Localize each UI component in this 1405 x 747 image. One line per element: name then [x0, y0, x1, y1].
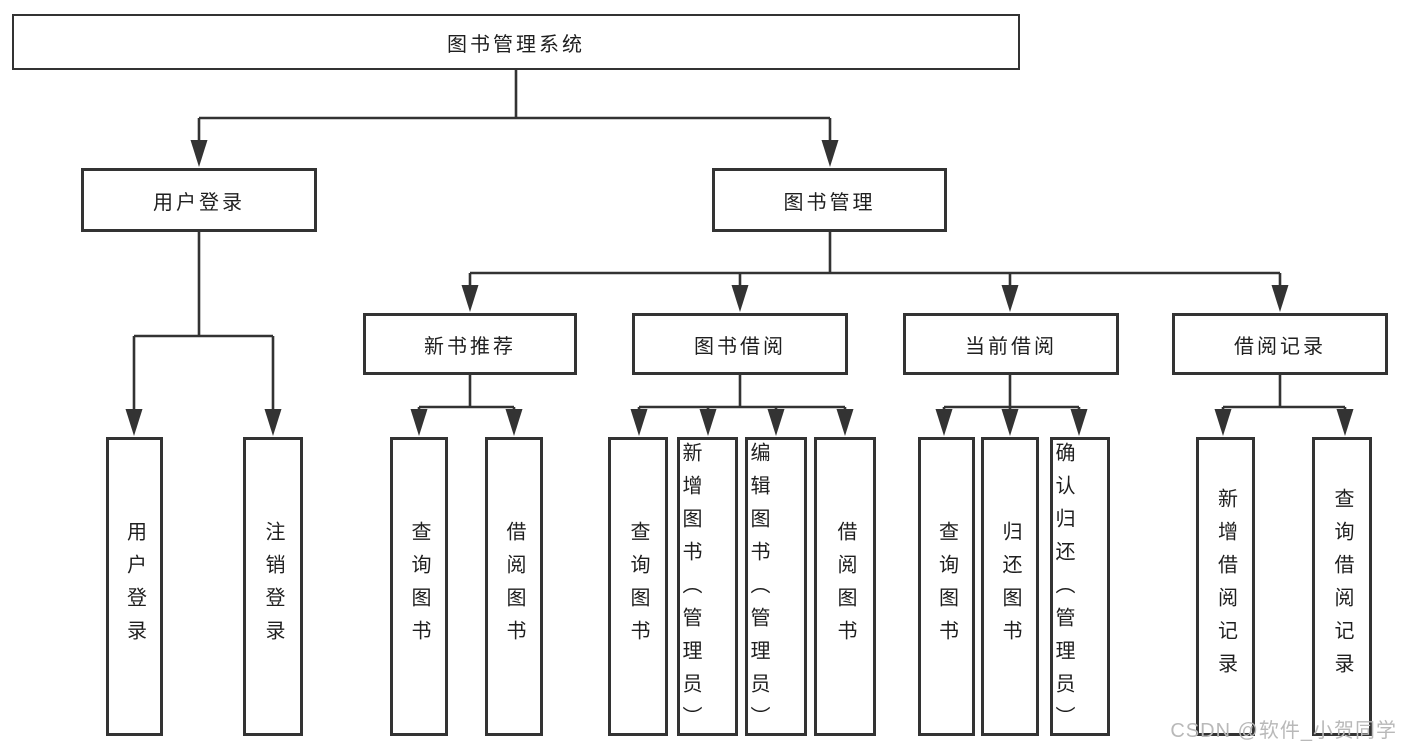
- node-user-login: 用户登录: [81, 168, 317, 232]
- csdn-watermark: CSDN @软件_小贺同学: [1170, 720, 1397, 742]
- node-book-management: 图书管理: [712, 168, 947, 232]
- leaf-query-borrow-record-label: 查询借阅记录: [1331, 487, 1353, 686]
- leaf-newbooks-borrow: 借阅图书: [485, 437, 543, 736]
- leaf-query-borrow-record: 查询借阅记录: [1312, 437, 1372, 736]
- leaf-borrow-query-label: 查询图书: [627, 520, 649, 653]
- leaf-return-book: 归还图书: [981, 437, 1039, 736]
- leaf-current-query-label: 查询图书: [935, 520, 958, 653]
- leaf-user-login: 用户登录: [106, 437, 163, 736]
- leaf-logout-label: 注销登录: [262, 520, 284, 653]
- leaf-newbooks-query-label: 查询图书: [408, 520, 430, 653]
- leaf-logout: 注销登录: [243, 437, 303, 736]
- node-borrow-records: 借阅记录: [1172, 313, 1388, 375]
- node-book-borrow-label: 图书借阅: [694, 335, 786, 358]
- leaf-borrow-add-admin-label: 新增图书（管理员）: [679, 441, 701, 739]
- arrowheads: [125, 140, 1354, 436]
- node-user-login-label: 用户登录: [153, 191, 245, 214]
- root-node-label: 图书管理系统: [447, 33, 585, 56]
- leaf-newbooks-borrow-label: 借阅图书: [503, 520, 525, 653]
- leaf-borrow-edit-admin-label: 编辑图书（管理员）: [747, 441, 769, 739]
- leaf-borrow-add-admin: 新增图书（管理员）: [677, 437, 738, 739]
- leaf-current-query: 查询图书: [918, 437, 975, 736]
- node-borrow-records-label: 借阅记录: [1234, 335, 1326, 358]
- leaf-borrow-edit-admin: 编辑图书（管理员）: [745, 437, 807, 739]
- leaf-add-borrow-record-label: 新增借阅记录: [1214, 487, 1237, 686]
- node-new-book-recommend: 新书推荐: [363, 313, 577, 375]
- leaf-confirm-return-admin-label: 确认归还（管理员）: [1052, 441, 1074, 739]
- leaf-add-borrow-record: 新增借阅记录: [1196, 437, 1255, 736]
- node-new-book-recommend-label: 新书推荐: [424, 335, 516, 358]
- node-current-borrow-label: 当前借阅: [965, 335, 1057, 358]
- leaf-borrow-book: 借阅图书: [814, 437, 876, 736]
- node-book-borrow: 图书借阅: [632, 313, 848, 375]
- leaf-borrow-book-label: 借阅图书: [834, 520, 856, 653]
- leaf-borrow-query: 查询图书: [608, 437, 668, 736]
- node-book-management-label: 图书管理: [783, 191, 876, 214]
- leaf-newbooks-query: 查询图书: [390, 437, 448, 736]
- leaf-return-book-label: 归还图书: [999, 520, 1021, 653]
- node-current-borrow: 当前借阅: [903, 313, 1119, 375]
- root-node-library-system: 图书管理系统: [12, 14, 1020, 70]
- leaf-confirm-return-admin: 确认归还（管理员）: [1050, 437, 1110, 739]
- leaf-user-login-label: 用户登录: [123, 520, 146, 653]
